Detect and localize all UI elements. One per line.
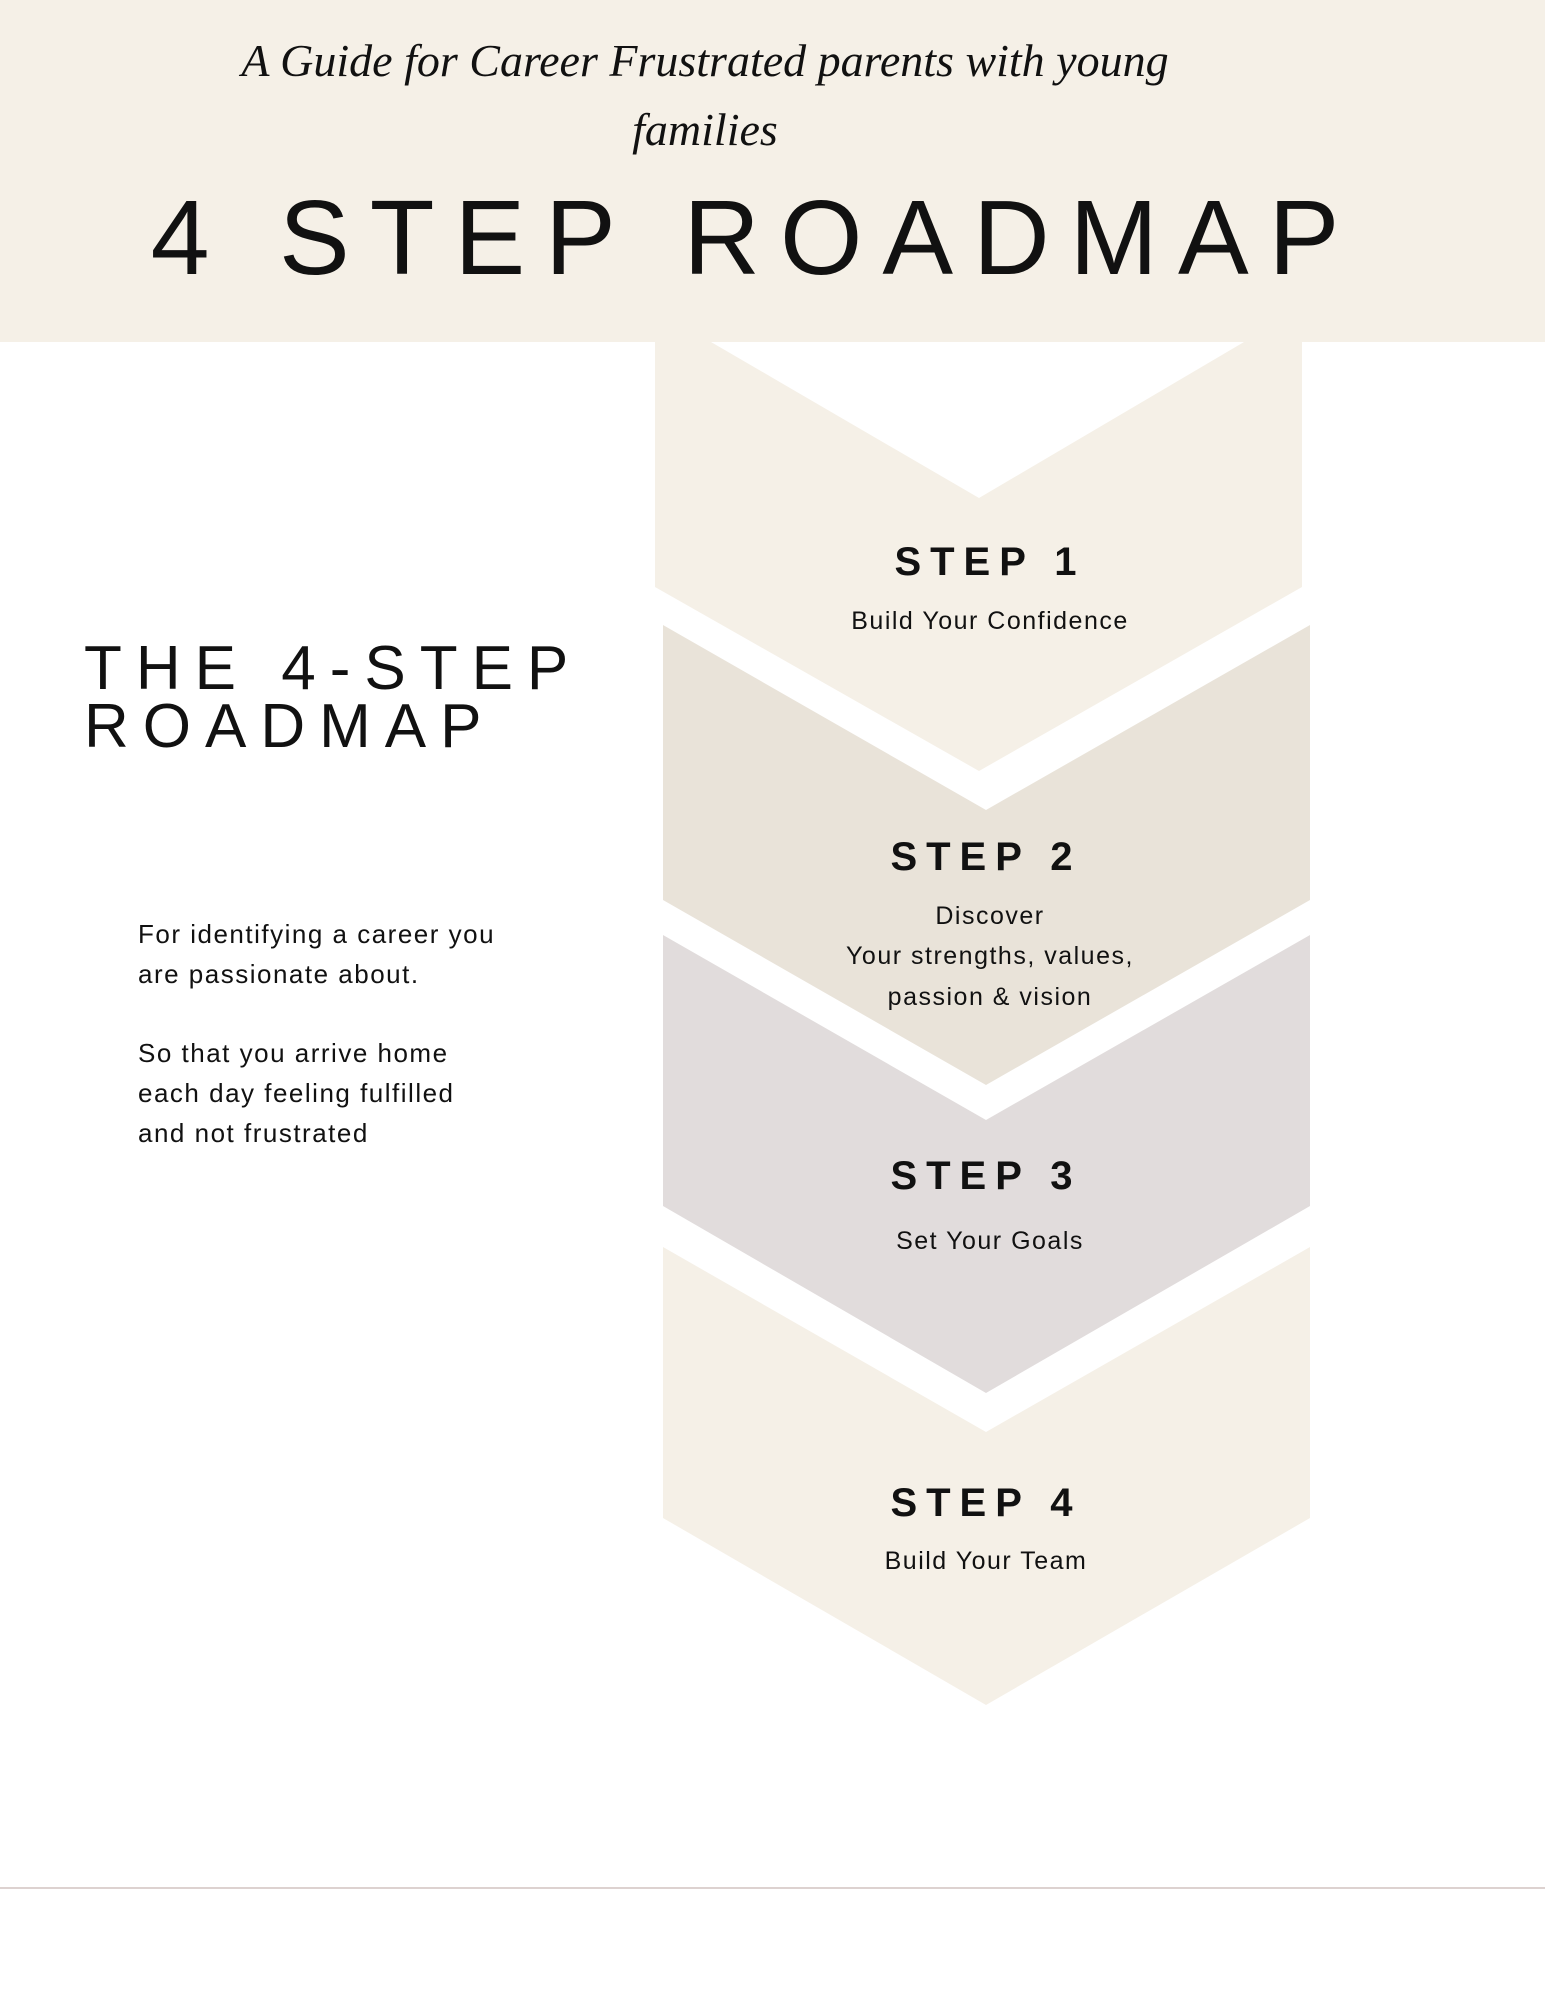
paragraph-line: and not frustrated — [138, 1118, 369, 1148]
step-1-label: STEP 1 — [894, 540, 1086, 584]
intro-paragraph-2: So that you arrive home each day feeling… — [138, 1033, 455, 1153]
step-3-label: STEP 3 — [890, 1154, 1082, 1198]
page-title: 4 STEP ROADMAP — [150, 179, 1360, 297]
chevron-step-4 — [663, 1247, 1310, 1705]
step-4-description: Build Your Team — [884, 1547, 1088, 1575]
step-2-description-line-1: Discover — [935, 902, 1045, 930]
step-2-label: STEP 2 — [890, 835, 1082, 879]
guide-subtitle-line-2: families — [632, 104, 778, 155]
step-2-description-line-3: passion & vision — [887, 983, 1093, 1011]
chevron-step-3 — [663, 935, 1310, 1393]
step-4-label: STEP 4 — [890, 1481, 1082, 1525]
step-2-description-line-2: Your strengths, values, — [846, 942, 1134, 970]
paragraph-line: each day feeling fulfilled — [138, 1078, 455, 1108]
footer-divider — [0, 1887, 1545, 1889]
step-3-description: Set Your Goals — [896, 1227, 1084, 1255]
section-heading: THE 4-STEP ROADMAP — [84, 634, 583, 761]
step-1-description: Build Your Confidence — [851, 607, 1129, 635]
header-banner: A Guide for Career Frustrated parents wi… — [0, 0, 1545, 342]
chevron-step-2 — [663, 625, 1310, 1085]
chevron-step-1 — [655, 342, 1302, 771]
section-heading-line-2: ROADMAP — [84, 692, 496, 761]
paragraph-line: For identifying a career you — [138, 919, 496, 949]
intro-paragraph-1: For identifying a career you are passion… — [138, 914, 495, 994]
section-heading-line-1: THE 4-STEP — [84, 634, 583, 703]
paragraph-line: are passionate about. — [138, 959, 420, 989]
paragraph-line: So that you arrive home — [138, 1038, 449, 1068]
guide-subtitle-line-1: A Guide for Career Frustrated parents wi… — [241, 35, 1169, 86]
